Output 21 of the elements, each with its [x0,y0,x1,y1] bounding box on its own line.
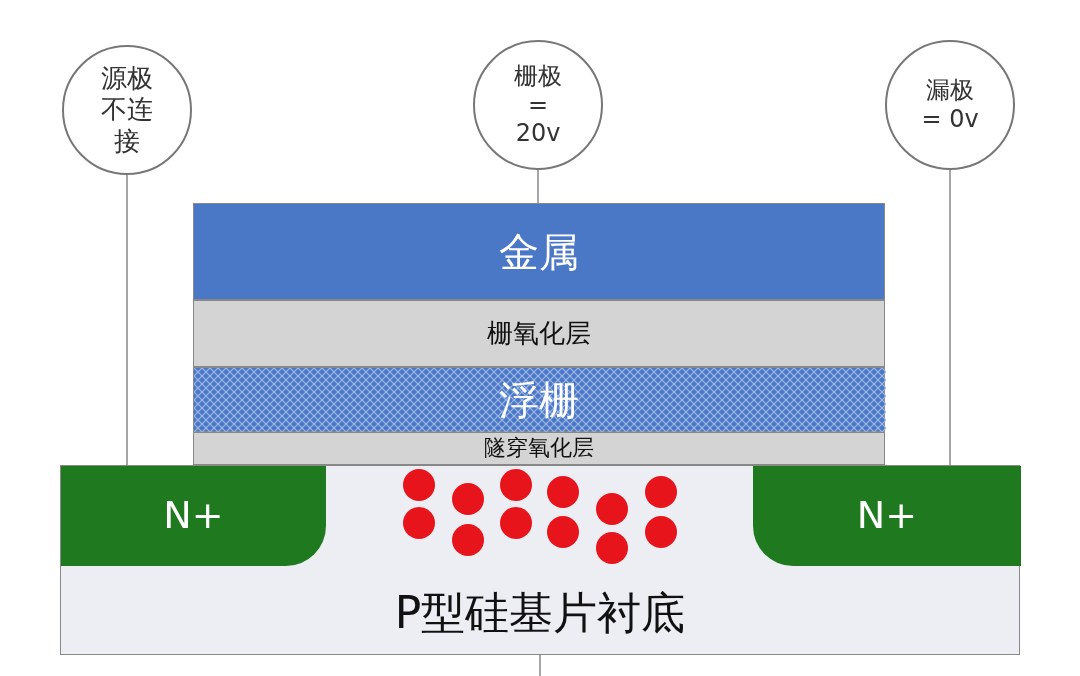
connection-line [537,169,539,204]
layer-label: N+ [856,493,918,539]
terminal-label: 漏极 = 0v [920,76,980,134]
layer-label: N+ [163,493,224,539]
substrate-region [60,465,1020,655]
layer-label: 浮栅 [499,375,579,424]
connection-line [949,169,951,467]
connection-line [539,654,541,676]
oxide-layer [193,432,885,465]
terminal-label: 栅极 = 20v [513,61,563,149]
oxide-layer [193,300,885,367]
doped-region [61,466,326,566]
terminal-label: 源极不连接 [100,63,154,157]
doped-region [753,466,1021,566]
layer-label: 隧穿氧化层 [484,435,594,462]
connection-line [126,174,128,467]
metal-layer [193,203,885,300]
layer-label: 栅氧化层 [487,317,591,350]
floating-gate-layer [193,367,885,432]
layer-label: 金属 [499,227,579,276]
substrate-label: P型硅基片衬底 [394,587,686,640]
